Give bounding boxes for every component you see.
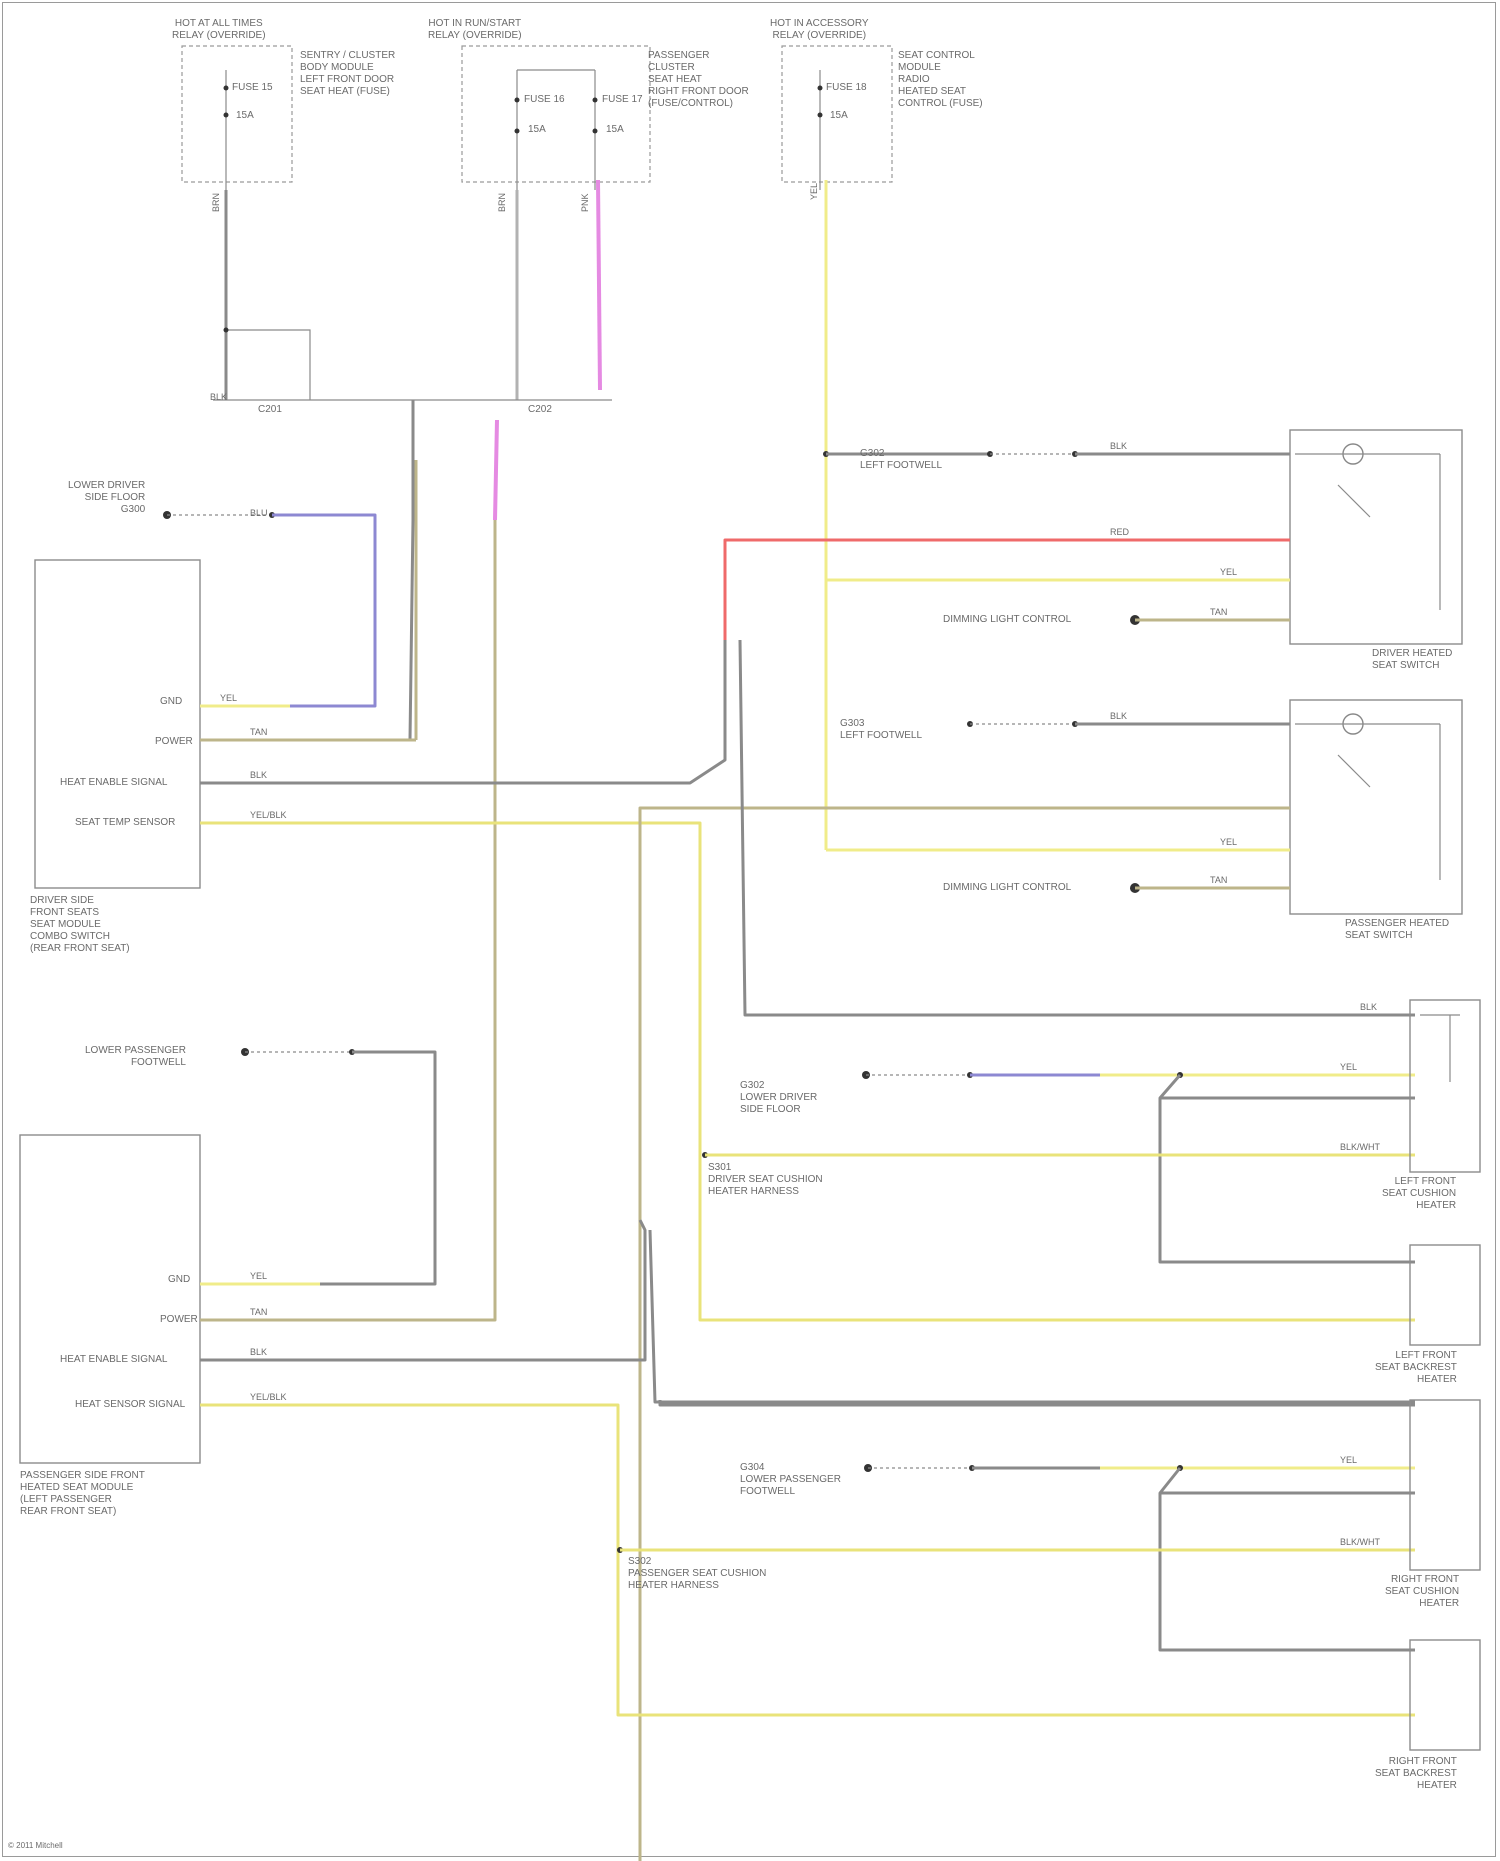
ground-1 (163, 511, 375, 706)
svg-text:TAN: TAN (250, 1307, 267, 1317)
rf-cushion-heater (1410, 1400, 1480, 1570)
svg-text:YEL: YEL (1220, 837, 1237, 847)
svg-text:BLK: BLK (1360, 1002, 1377, 1012)
svg-text:TAN: TAN (1210, 875, 1227, 885)
rf-backrest-heater (1410, 1640, 1480, 1750)
passenger-pin-sensor: HEAT SENSOR SIGNAL (75, 1399, 185, 1411)
svg-text:BLK: BLK (250, 1347, 267, 1357)
relay-2-fuse2: FUSE 17 (602, 94, 643, 106)
lf-backrest-heater (1410, 1245, 1480, 1345)
svg-text:TAN: TAN (250, 727, 267, 737)
driver-pin-gnd: GND (160, 696, 182, 708)
svg-text:BLU: BLU (250, 508, 268, 518)
svg-text:BRN: BRN (211, 193, 221, 212)
svg-text:BRN: BRN (497, 193, 507, 212)
svg-text:YEL/BLK: YEL/BLK (250, 1392, 287, 1402)
relay-1-fuse: FUSE 15 (232, 82, 273, 94)
connector-c202: C202 (528, 404, 552, 416)
svg-text:YEL: YEL (809, 183, 819, 200)
relay-2-amp2: 15A (606, 124, 624, 136)
driver-pin-sensor: SEAT TEMP SENSOR (75, 817, 175, 829)
svg-text:BLK: BLK (250, 770, 267, 780)
relay-2-amp: 15A (528, 124, 546, 136)
svg-text:BLK/WHT: BLK/WHT (1340, 1142, 1381, 1152)
relay-box-2 (462, 46, 650, 190)
driver-pin-power: POWER (155, 736, 193, 748)
passenger-pin-heat: HEAT ENABLE SIGNAL (60, 1354, 167, 1366)
relay-1-amp: 15A (236, 110, 254, 122)
lf-cushion-heater (1410, 1000, 1480, 1172)
svg-text:YEL: YEL (250, 1271, 267, 1281)
svg-text:YEL/BLK: YEL/BLK (250, 810, 287, 820)
driver-heater-wires (650, 1071, 1415, 1402)
svg-text:BLK: BLK (210, 392, 227, 402)
passenger-pin-power: POWER (160, 1314, 198, 1326)
svg-text:BLK: BLK (1110, 441, 1127, 451)
svg-text:YEL: YEL (220, 693, 237, 703)
relay-3-fuse: FUSE 18 (826, 82, 867, 94)
driver-seat-switch (1290, 430, 1462, 644)
svg-text:PNK: PNK (580, 193, 590, 212)
svg-text:RED: RED (1110, 527, 1130, 537)
svg-text:BLK: BLK (1110, 711, 1127, 721)
svg-text:TAN: TAN (1210, 607, 1227, 617)
wire-tan-passenger (200, 520, 495, 1320)
wire-c201-down (200, 400, 413, 740)
dimmer-2: DIMMING LIGHT CONTROL (943, 882, 1071, 894)
wire-labels: BRN BLK BRN PNK YEL BLU YEL TAN BLK YEL/… (210, 183, 1381, 1547)
wire-pnk-down (495, 420, 497, 520)
ground-4 (241, 1048, 435, 1284)
svg-text:YEL: YEL (1220, 567, 1237, 577)
footer-copyright: © 2011 Mitchell (8, 1840, 63, 1852)
passenger-pin-gnd: GND (168, 1274, 190, 1286)
svg-text:YEL: YEL (1340, 1455, 1357, 1465)
passenger-module (20, 1135, 1415, 1715)
driver-pin-heat: HEAT ENABLE SIGNAL (60, 777, 167, 789)
connector-c201: C201 (258, 404, 282, 416)
dimmer-1: DIMMING LIGHT CONTROL (943, 614, 1071, 626)
svg-text:YEL: YEL (1340, 1062, 1357, 1072)
svg-text:BLK/WHT: BLK/WHT (1340, 1537, 1381, 1547)
passenger-heater-wires (617, 1400, 1415, 1650)
relay-3-amp: 15A (830, 110, 848, 122)
passenger-seat-switch (1290, 700, 1462, 914)
relay-2-fuse: FUSE 16 (524, 94, 565, 106)
